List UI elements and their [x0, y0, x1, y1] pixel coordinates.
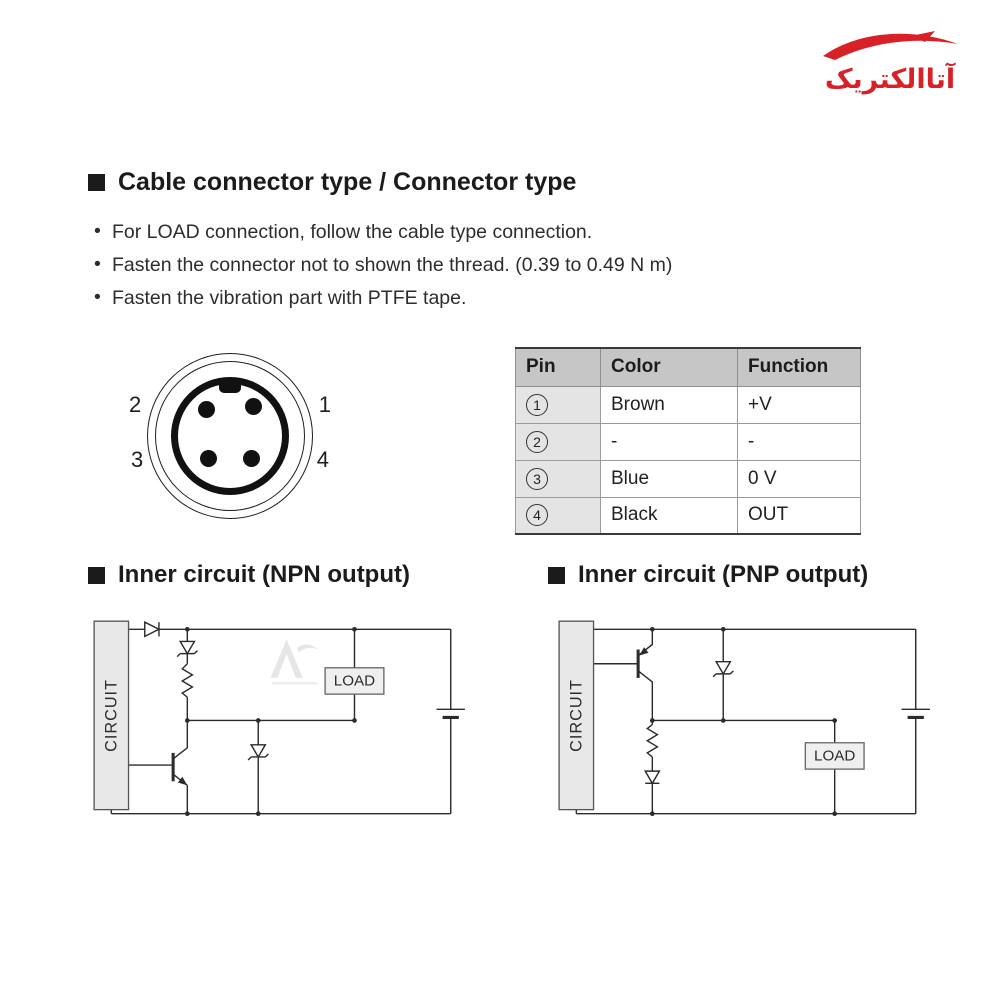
pin-label-2: 2	[129, 392, 142, 417]
pin-function-table: Pin Color Function 1 Brown +V 2 - - 3 Bl…	[515, 347, 861, 535]
load-box	[804, 742, 865, 770]
table-row: 1 Brown +V	[515, 385, 861, 424]
pin-cell: 3	[515, 459, 601, 498]
circuit-box-label: CIRCUIT	[102, 679, 120, 752]
logo-text: آتاالکتریک	[824, 64, 956, 95]
brand-logo: آتاالکتریک	[810, 30, 970, 95]
connector-face-diagram: 2 1 3 4	[125, 348, 335, 530]
table-header-row: Pin Color Function	[515, 347, 861, 387]
pnp-circuit-diagram: CIRCUIT LOAD	[558, 620, 930, 817]
watermark-logo	[270, 639, 319, 685]
pin-cell: 4	[515, 496, 601, 535]
square-marker-icon	[548, 566, 565, 584]
table-row: 4 Black OUT	[515, 496, 861, 535]
section-title-text: Cable connector type / Connector type	[118, 168, 577, 196]
table-header-function: Function	[737, 347, 861, 387]
section-title-pnp: Inner circuit (PNP output)	[548, 561, 868, 589]
pin-label-4: 4	[316, 447, 329, 472]
pin-cell: 1	[515, 385, 601, 424]
pin-number-badge: 3	[526, 467, 548, 490]
bullet-item: For LOAD connection, follow the cable ty…	[92, 220, 672, 244]
pin-label-3: 3	[131, 447, 144, 472]
square-marker-icon	[88, 174, 105, 191]
section-title-npn: Inner circuit (NPN output)	[88, 561, 410, 589]
color-cell: Brown	[600, 385, 738, 424]
npn-circuit-diagram: CIRCUIT LOAD	[93, 620, 465, 817]
bullet-item: Fasten the connector not to shown the th…	[92, 253, 672, 277]
function-cell: 0 V	[737, 459, 861, 498]
table-row: 3 Blue 0 V	[515, 459, 861, 498]
function-cell: -	[737, 422, 861, 461]
table-header-color: Color	[600, 347, 738, 387]
connector-pin-1	[245, 398, 262, 415]
table-row: 2 - -	[515, 422, 861, 461]
connector-pin-4	[243, 450, 260, 467]
circuit-box	[93, 620, 130, 811]
color-cell: -	[600, 422, 738, 461]
circuit-box-label: CIRCUIT	[567, 679, 585, 752]
function-cell: OUT	[737, 496, 861, 535]
connector-thick-ring	[171, 377, 289, 495]
pin-number-badge: 4	[526, 504, 548, 527]
section-title-connector: Cable connector type / Connector type	[88, 168, 576, 197]
square-marker-icon	[88, 566, 105, 584]
load-box	[324, 667, 385, 695]
section-title-text: Inner circuit (PNP output)	[578, 561, 869, 588]
connector-key-notch	[219, 379, 241, 393]
load-label: LOAD	[334, 672, 375, 689]
circuit-box	[558, 620, 595, 811]
load-label: LOAD	[814, 747, 855, 764]
bullet-list: For LOAD connection, follow the cable ty…	[92, 220, 672, 320]
table-header-pin: Pin	[515, 347, 601, 387]
bullet-item: Fasten the vibration part with PTFE tape…	[92, 286, 672, 310]
logo-swoosh-icon	[823, 31, 958, 60]
section-title-text: Inner circuit (NPN output)	[118, 561, 410, 588]
color-cell: Blue	[600, 459, 738, 498]
connector-pin-3	[200, 450, 217, 467]
pin-number-badge: 2	[526, 430, 548, 453]
color-cell: Black	[600, 496, 738, 535]
connector-pin-2	[198, 401, 215, 418]
pin-number-badge: 1	[526, 393, 548, 416]
pin-cell: 2	[515, 422, 601, 461]
pin-label-1: 1	[318, 392, 331, 417]
function-cell: +V	[737, 385, 861, 424]
